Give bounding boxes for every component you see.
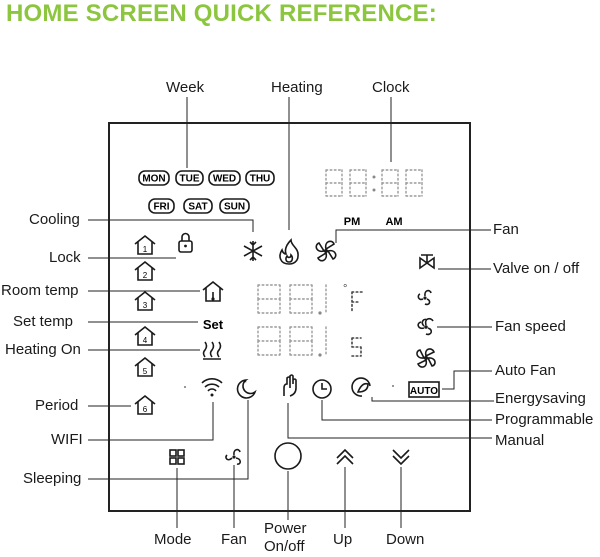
label-week: Week [166, 79, 205, 96]
label-period: Period [35, 397, 79, 414]
label-fan-speed: Fan speed [495, 318, 566, 335]
day-thu-text: THU [250, 174, 271, 185]
day-sat: SAT [183, 198, 213, 214]
period-2-icon: 2 [134, 260, 156, 281]
day-mon-text: MON [142, 174, 165, 185]
day-wed-text: WED [213, 174, 236, 185]
wifi-icon [201, 378, 223, 397]
svg-text:AUTO: AUTO [410, 386, 438, 397]
period-6-icon: 6 [134, 394, 156, 415]
degree-mark: ° [343, 283, 347, 295]
snowflake-icon [243, 241, 263, 261]
label-auto-fan: Auto Fan [495, 362, 556, 379]
label-wifi: WIFI [51, 431, 83, 448]
label-heating: Heating [271, 79, 323, 96]
heating-waves-icon [202, 341, 222, 360]
pm-indicator: PM [344, 216, 361, 228]
hand-icon [283, 374, 297, 397]
day-sun-text: SUN [224, 202, 245, 213]
thermometer-home-icon [202, 280, 224, 302]
label-power-line2: On/off [264, 538, 305, 555]
label-heating-on: Heating On [5, 341, 81, 358]
label-manual: Manual [495, 432, 545, 449]
svg-text:3: 3 [143, 301, 148, 310]
clock-icon [312, 379, 332, 399]
day-sun: SUN [219, 198, 250, 214]
valve-icon [419, 254, 435, 270]
label-valve: Valve on / off [493, 260, 580, 277]
day-tue: TUE [175, 170, 204, 186]
set-temp-digits [257, 326, 362, 357]
label-clock: Clock [372, 79, 410, 96]
leaf-icon [351, 377, 371, 397]
down-chevron-icon [392, 449, 410, 466]
auto-badge: AUTO [408, 381, 440, 398]
label-mode: Mode [154, 531, 192, 548]
period-1-icon: 1 [134, 234, 156, 255]
fan-speed-icon [417, 317, 434, 336]
day-thu: THU [245, 170, 275, 186]
page-title: HOME SCREEN QUICK REFERENCE: [6, 0, 437, 27]
power-icon [274, 442, 302, 470]
label-power-line1: Power [264, 520, 307, 537]
fan-speed-1-icon [417, 289, 432, 306]
label-down: Down [386, 531, 425, 548]
label-room-temp: Room temp [1, 282, 79, 299]
leader-lines [88, 97, 494, 528]
day-sat-text: SAT [188, 202, 207, 213]
period-3-icon: 3 [134, 290, 156, 311]
fan-speed-3-icon [416, 348, 436, 368]
period-4-icon: 4 [134, 325, 156, 346]
day-wed: WED [208, 170, 241, 186]
label-sleeping: Sleeping [23, 470, 82, 487]
svg-text:1: 1 [143, 245, 148, 254]
flame-icon [279, 238, 299, 265]
label-fan: Fan [493, 221, 519, 238]
am-indicator: AM [385, 216, 402, 228]
day-fri-text: FRI [153, 202, 169, 213]
label-energysaving: Energysaving [495, 390, 586, 407]
day-tue-text: TUE [180, 174, 200, 185]
day-badges: MON TUE WED THU FRI SAT SUN [138, 170, 275, 214]
svg-text:6: 6 [143, 405, 148, 414]
clock-digits: PM AM [325, 169, 423, 228]
fan-icon [315, 240, 337, 262]
fan-small-icon [225, 448, 242, 465]
room-temp-digits: ° [257, 283, 363, 315]
day-mon: MON [138, 170, 170, 186]
set-indicator: Set [203, 317, 224, 332]
period-icons: 1 2 3 4 5 6 [134, 234, 156, 415]
svg-text:4: 4 [143, 336, 148, 345]
day-fri: FRI [148, 198, 175, 214]
label-lock: Lock [49, 249, 81, 266]
label-cooling: Cooling [29, 211, 80, 228]
label-up: Up [333, 531, 353, 548]
svg-text:5: 5 [143, 367, 148, 376]
label-programmable: Programmable [495, 411, 594, 428]
moon-icon: * [236, 379, 257, 399]
svg-text:*: * [244, 380, 247, 387]
lock-icon [178, 232, 193, 253]
svg-text:2: 2 [143, 271, 148, 280]
up-chevron-icon [336, 448, 354, 465]
mode-grid-icon [169, 449, 185, 465]
label-set-temp: Set temp [13, 313, 74, 330]
period-5-icon: 5 [134, 356, 156, 377]
label-fan-bottom: Fan [221, 531, 247, 548]
